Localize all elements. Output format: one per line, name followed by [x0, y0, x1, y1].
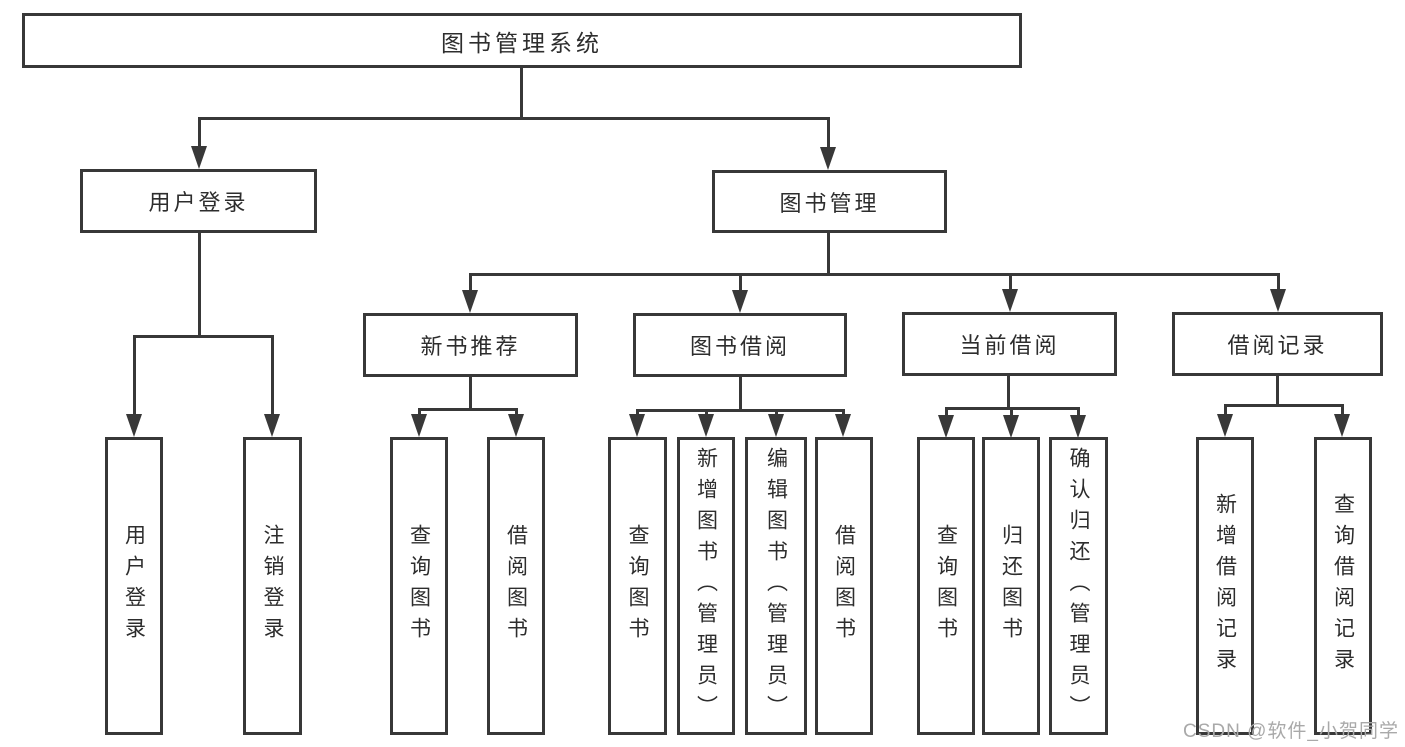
- arrow-down-icon: [508, 414, 524, 437]
- connector-line: [1009, 273, 1012, 289]
- leaf-add-borrow-record: 新增借阅记录: [1196, 437, 1254, 735]
- leaf-label: 查询图书: [626, 524, 649, 648]
- connector-line: [1224, 404, 1227, 415]
- node-label: 图书借阅: [689, 334, 790, 359]
- leaf-query-books-recommend: 查询图书: [390, 437, 448, 735]
- arrow-down-icon: [835, 414, 851, 437]
- node-label: 借阅记录: [1227, 333, 1328, 358]
- arrow-down-icon: [411, 414, 427, 437]
- leaf-label: 查询图书: [934, 524, 958, 648]
- leaf-add-books-admin: 新增图书（管理员）: [677, 437, 735, 735]
- leaf-label: 确认归还（管理员）: [1067, 446, 1090, 726]
- connector-line: [198, 117, 201, 147]
- leaf-label: 归还图书: [999, 524, 1023, 648]
- arrow-down-icon: [191, 146, 207, 169]
- leaf-label: 用户登录: [122, 524, 146, 648]
- node-label: 当前借阅: [959, 333, 1060, 358]
- arrow-down-icon: [462, 290, 478, 313]
- arrow-down-icon: [126, 414, 142, 437]
- connector-line: [827, 233, 830, 275]
- leaf-query-books-borrowing: 查询图书: [608, 437, 667, 735]
- connector-line: [636, 409, 845, 412]
- node-book-management: 图书管理: [712, 170, 947, 233]
- leaf-borrow-books-borrowing: 借阅图书: [815, 437, 873, 735]
- node-borrowing-records: 借阅记录: [1172, 312, 1383, 376]
- connector-line: [1277, 273, 1280, 289]
- connector-line: [842, 409, 845, 415]
- node-label: 图书管理: [779, 190, 880, 216]
- connector-line: [198, 233, 201, 337]
- arrow-down-icon: [1270, 289, 1286, 312]
- connector-line: [515, 408, 518, 415]
- node-label: 新书推荐: [420, 334, 521, 359]
- arrow-down-icon: [1002, 289, 1018, 312]
- arrow-down-icon: [698, 414, 714, 437]
- leaf-logout: 注销登录: [243, 437, 302, 735]
- node-library-management-system: 图书管理系统: [22, 13, 1022, 68]
- node-new-book-recommend: 新书推荐: [363, 313, 578, 377]
- arrow-down-icon: [1003, 415, 1019, 438]
- node-book-borrowing: 图书借阅: [633, 313, 847, 377]
- connector-line: [133, 335, 136, 415]
- connector-line: [418, 408, 421, 415]
- connector-line: [520, 67, 523, 119]
- connector-line: [1276, 376, 1279, 407]
- connector-line: [133, 335, 274, 338]
- leaf-label: 编辑图书（管理员）: [764, 446, 788, 726]
- leaf-confirm-return-admin: 确认归还（管理员）: [1049, 437, 1108, 735]
- connector-line: [705, 409, 708, 415]
- arrow-down-icon: [1334, 414, 1350, 437]
- leaf-label: 新增借阅记录: [1213, 493, 1237, 679]
- connector-line: [739, 377, 742, 412]
- arrow-down-icon: [1070, 415, 1086, 438]
- connector-line: [271, 335, 274, 415]
- node-current-borrowing: 当前借阅: [902, 312, 1117, 376]
- leaf-label: 查询图书: [407, 524, 431, 648]
- connector-line: [469, 273, 1280, 276]
- arrow-down-icon: [264, 414, 280, 437]
- leaf-borrow-books-recommend: 借阅图书: [487, 437, 545, 735]
- connector-line: [1007, 376, 1010, 410]
- connector-line: [1224, 404, 1344, 407]
- arrow-down-icon: [629, 414, 645, 437]
- connector-line: [469, 377, 472, 410]
- leaf-label: 查询借阅记录: [1331, 493, 1355, 679]
- leaf-label: 注销登录: [261, 524, 284, 648]
- node-label: 图书管理系统: [441, 29, 603, 56]
- connector-line: [775, 409, 778, 415]
- leaf-label: 借阅图书: [504, 524, 528, 648]
- connector-line: [945, 407, 948, 416]
- connector-line: [636, 409, 639, 415]
- arrow-down-icon: [768, 414, 784, 437]
- connector-line: [418, 408, 518, 411]
- connector-line: [198, 117, 830, 120]
- connector-line: [827, 117, 830, 148]
- connector-line: [739, 273, 742, 290]
- leaf-label: 借阅图书: [832, 524, 856, 648]
- arrow-down-icon: [938, 415, 954, 438]
- connector-line: [469, 273, 472, 290]
- leaf-query-books-current: 查询图书: [917, 437, 975, 735]
- connector-line: [1077, 407, 1080, 416]
- leaf-query-borrow-record: 查询借阅记录: [1314, 437, 1372, 735]
- arrow-down-icon: [820, 147, 836, 170]
- arrow-down-icon: [1217, 414, 1233, 437]
- leaf-user-login: 用户登录: [105, 437, 163, 735]
- leaf-label: 新增图书（管理员）: [694, 446, 718, 726]
- node-user-login: 用户登录: [80, 169, 317, 233]
- connector-line: [1010, 407, 1013, 416]
- connector-line: [1341, 404, 1344, 415]
- leaf-return-books: 归还图书: [982, 437, 1040, 735]
- node-label: 用户登录: [148, 190, 249, 215]
- leaf-edit-books-admin: 编辑图书（管理员）: [745, 437, 807, 735]
- watermark: CSDN @软件_小贺同学: [1183, 721, 1399, 742]
- arrow-down-icon: [732, 290, 748, 313]
